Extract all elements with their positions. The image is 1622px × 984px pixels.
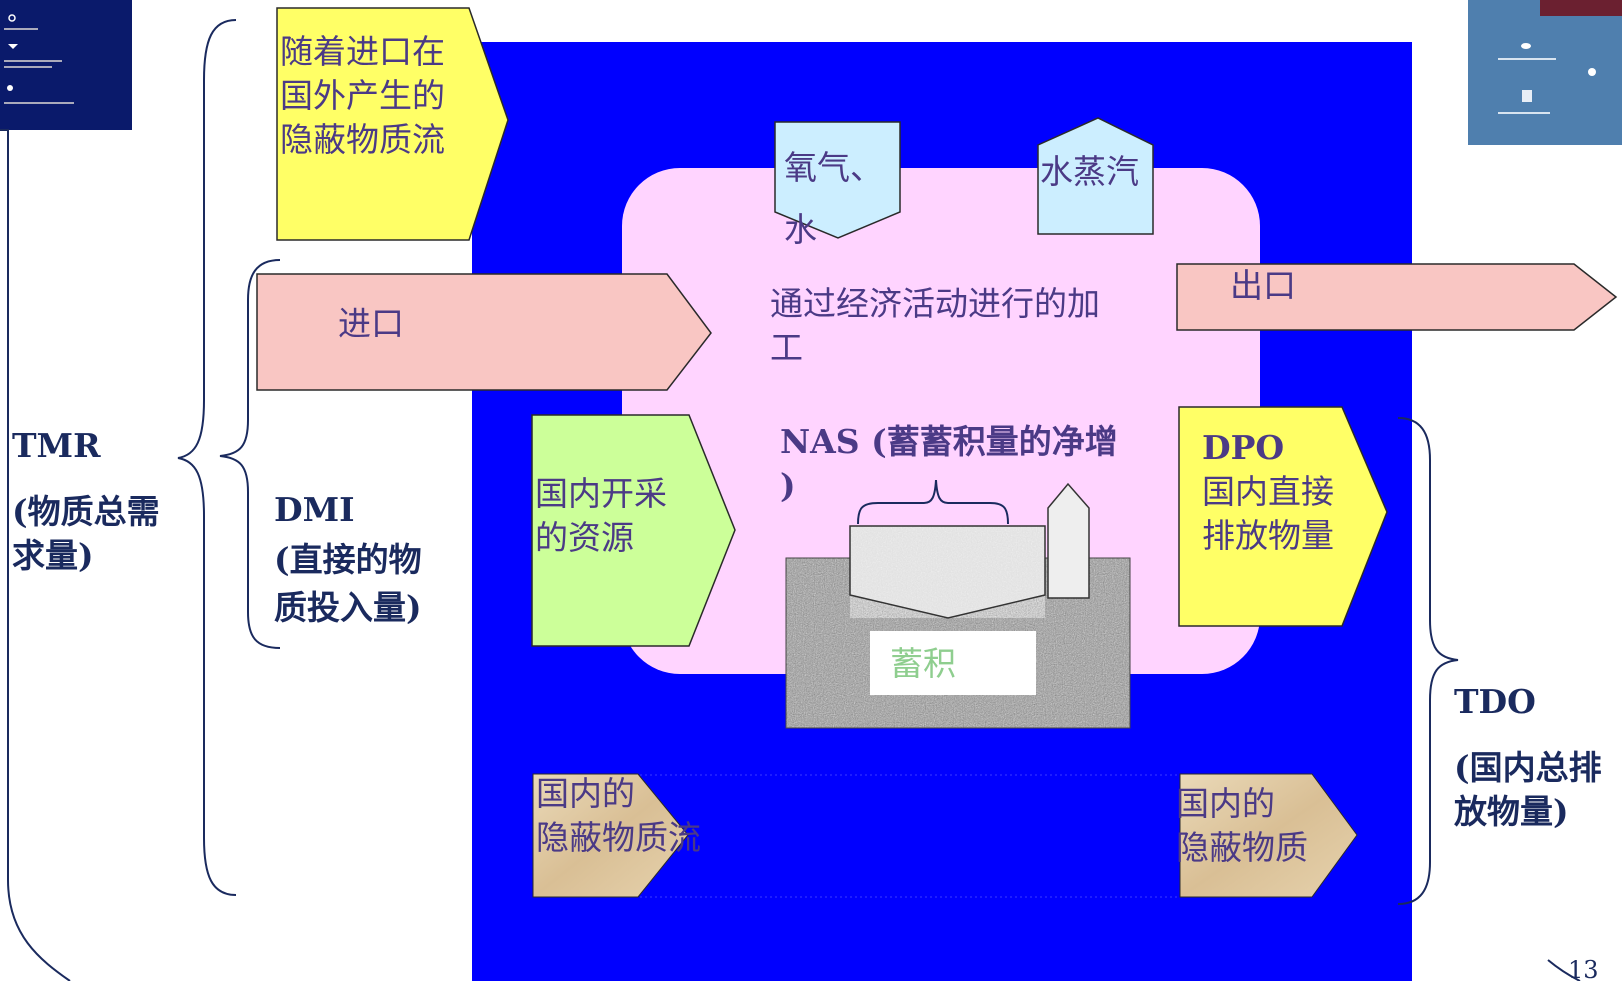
dmi-title: DMI bbox=[274, 490, 355, 529]
water-vapor-box bbox=[1037, 117, 1154, 235]
oxygen-water-box bbox=[774, 121, 901, 239]
tmr-title: TMR bbox=[12, 426, 101, 465]
processing-label: 通过经济活动进行的加 工 bbox=[770, 284, 1100, 367]
dpo-title: DPO bbox=[1202, 428, 1285, 467]
domestic-hidden-in-label: 国内的 隐蔽物质流 bbox=[536, 774, 701, 857]
nas-label: NAS (蓄蓄积量的净增 ) bbox=[780, 422, 1118, 505]
tmr-brace bbox=[177, 19, 237, 896]
domestic-hidden-out-arrow bbox=[1179, 773, 1358, 898]
foreign-hidden-flow-label: 随着进口在 国外产生的 隐蔽物质流 bbox=[280, 32, 445, 159]
dmi-label: (直接的物 质投入量) bbox=[274, 540, 422, 627]
foreign-hidden-flow-arrow bbox=[276, 7, 509, 241]
top-right-thumbnail-icon bbox=[1468, 0, 1622, 145]
tmr-label: (物质总需 求量) bbox=[12, 492, 160, 575]
tdo-title: TDO bbox=[1454, 682, 1536, 721]
dmi-brace bbox=[219, 259, 281, 649]
corner-brace bbox=[1547, 959, 1581, 981]
tmr-outer-brace bbox=[0, 129, 71, 981]
tdo-brace bbox=[1397, 417, 1459, 905]
accumulate-box bbox=[870, 631, 1036, 695]
oxygen-water-label: 氧气、 水 bbox=[784, 148, 883, 249]
domestic-extraction-arrow bbox=[531, 414, 736, 647]
dpo-arrow bbox=[1178, 406, 1388, 627]
dpo-label: 国内直接 排放物量 bbox=[1202, 472, 1334, 555]
nas-block bbox=[849, 525, 1046, 619]
page-number: 13 bbox=[1568, 956, 1599, 984]
top-left-thumbnail-icon bbox=[0, 0, 132, 130]
export-label: 出口 bbox=[1230, 266, 1296, 305]
domestic-hidden-out-label: 国内的 隐蔽物质 bbox=[1176, 784, 1308, 867]
accumulate-label: 蓄积 bbox=[890, 644, 956, 683]
nas-pillar bbox=[1047, 482, 1090, 599]
nas-brace bbox=[857, 479, 1009, 525]
export-arrow bbox=[1176, 263, 1618, 331]
import-arrow bbox=[256, 273, 712, 391]
import-label: 进口 bbox=[338, 304, 404, 343]
water-vapor-label: 水蒸汽 bbox=[1040, 152, 1139, 191]
domestic-extraction-label: 国内开采 的资源 bbox=[535, 474, 667, 557]
processing-area bbox=[622, 168, 1260, 674]
domestic-hidden-in-arrow bbox=[532, 773, 689, 898]
tdo-label: (国内总排 放物量) bbox=[1454, 748, 1602, 831]
